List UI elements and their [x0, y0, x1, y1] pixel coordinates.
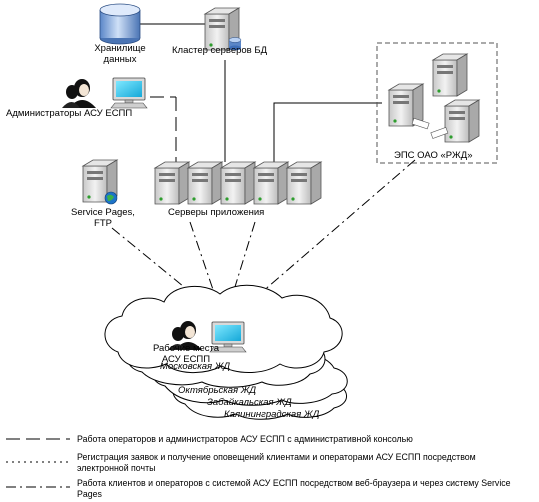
eps-label: ЭПС ОАО «РЖД» — [394, 150, 473, 161]
eps-frame — [376, 42, 498, 164]
railway-label: Забайкальская ЖД — [207, 397, 292, 408]
app-server-icon — [220, 161, 256, 205]
web-server-icon — [82, 159, 118, 205]
eps-server-icon — [388, 83, 430, 130]
legend-item-web: Работа клиентов и операторов с системой … — [77, 478, 511, 499]
app-server-icon — [187, 161, 223, 205]
database-cylinder-icon — [99, 3, 141, 45]
railway-label: Московская ЖД — [160, 361, 231, 372]
legend-samples — [6, 438, 70, 488]
railway-label: Октябрьская ЖД — [178, 385, 257, 396]
db-server-icon — [204, 7, 242, 51]
railway-label: Калининградская ЖД — [224, 409, 320, 420]
admins-label: Администраторы АСУ ЕСПП — [6, 108, 133, 119]
admin-users-icon — [62, 79, 96, 108]
admin-workstation-icon — [110, 77, 148, 109]
db-cluster-label: Кластер серверов БД — [172, 45, 268, 56]
app-servers-label: Серверы приложения — [168, 207, 265, 218]
eps-server-icon — [432, 53, 468, 97]
legend-item-email: Регистрация заявок и получение оповещени… — [77, 452, 476, 473]
storage-label: Хранилище данных — [94, 43, 146, 65]
app-server-icon — [154, 161, 190, 205]
service-pages-label: Service Pages, FTP — [71, 207, 135, 229]
app-server-icon — [253, 161, 289, 205]
solid-links — [140, 23, 382, 164]
workplaces-label: Рабочие места АСУ ЕСПП — [152, 343, 220, 365]
eps-server-icon — [430, 99, 480, 143]
legend-item-console: Работа операторов и администраторов АСУ … — [77, 434, 413, 444]
dash-links-console — [150, 96, 177, 168]
app-server-icon — [286, 161, 322, 205]
